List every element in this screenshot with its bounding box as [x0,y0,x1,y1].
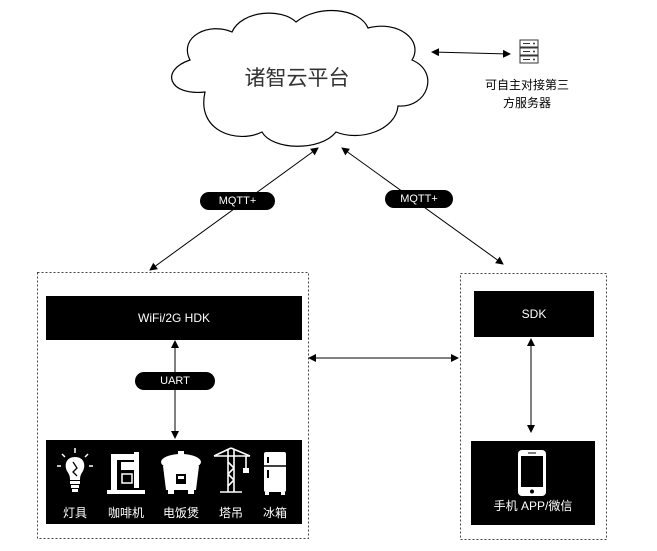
device-light-label: 灯具 [62,506,87,520]
sdk-label: SDK [521,307,547,321]
mobile-app-box [471,441,595,525]
mqtt-left-badge: MQTT+ [200,192,275,210]
server-label-line-2: 方服务器 [502,96,551,110]
tower-crane-icon [213,447,251,493]
device-tower-crane-label: 塔吊 [218,506,243,520]
cloud-platform-label: 诸智云平台 [244,66,350,90]
rice-cooker-icon [161,451,201,494]
device-coffee: 咖啡机 [101,444,151,520]
sdk-box: SDK [474,291,594,337]
cloud-server-arrow [431,48,511,58]
server-label-line-1: 可自主对接第三 [484,78,569,92]
hardware-group-border [37,272,309,539]
device-fridge-label: 冰箱 [262,506,287,520]
software-group-border [460,273,607,540]
device-fridge: 冰箱 [250,444,300,520]
device-rice-cooker: 电饭煲 [156,444,206,520]
server-rack-icon [519,39,539,64]
hdk-module-box: WiFi/2G HDK [46,296,302,340]
light-bulb-icon [57,448,93,492]
device-light: 灯具 [50,444,100,520]
refrigerator-icon [264,452,286,495]
devices-panel: 灯具 咖啡机 电饭煲 [46,440,302,524]
coffee-machine-icon [107,452,145,494]
device-tower-crane: 塔吊 [206,444,256,520]
device-rice-cooker-label: 电饭煲 [162,506,199,520]
mqtt-right-badge: MQTT+ [385,190,453,208]
hdk-module-label: WiFi/2G HDK [138,311,210,325]
uart-badge: UART [135,372,215,390]
cloud-shape [171,9,429,147]
third-party-server-label: 可自主对接第三 方服务器 [472,76,582,112]
device-coffee-label: 咖啡机 [107,506,144,520]
mobile-app-label: 手机 APP/微信 [493,499,573,513]
smartphone-icon [518,450,546,496]
